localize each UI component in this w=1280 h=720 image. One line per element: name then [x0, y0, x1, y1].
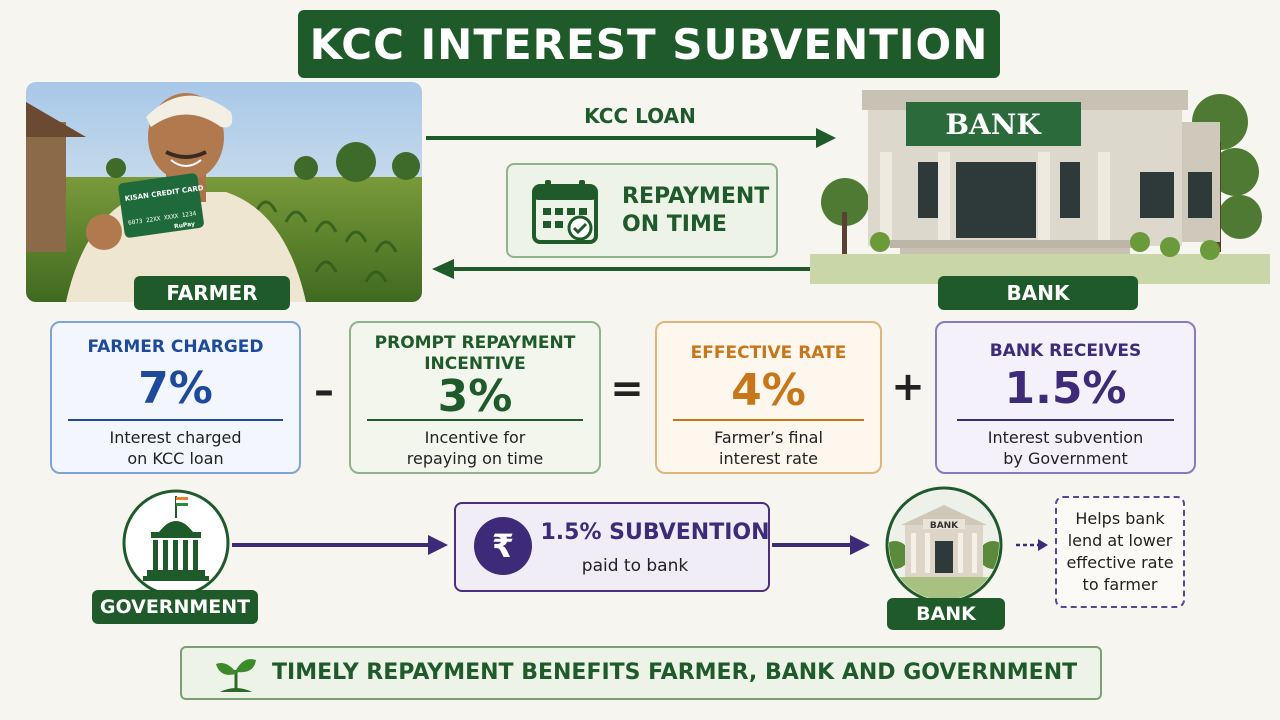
card-value: 1.5% — [1004, 363, 1127, 414]
card-divider — [957, 419, 1174, 421]
card-desc-line1: Farmer’s final — [714, 428, 823, 447]
card-desc-line1: Incentive for — [424, 428, 526, 447]
gov-to-subvention-arrow-head — [428, 535, 448, 555]
rupee-icon: ₹ — [474, 517, 532, 575]
equals-operator: = — [610, 366, 644, 412]
farmer-charged-card: FARMER CHARGED 7% Interest charged on KC… — [50, 321, 301, 474]
helps-bank-note: Helps bank lend at lower effective rate … — [1055, 496, 1185, 608]
card-desc-line2: interest rate — [719, 449, 818, 468]
plus-operator: + — [891, 364, 925, 410]
subvention-flow-arrows — [232, 535, 1048, 555]
prompt-repayment-card: PROMPT REPAYMENT INCENTIVE 3% Incentive … — [349, 321, 601, 474]
sprout-icon — [214, 656, 258, 698]
card-desc-line1: Interest charged — [109, 428, 242, 447]
minus-operator: – — [314, 368, 334, 414]
government-building-icon — [121, 488, 231, 602]
card-divider — [367, 419, 583, 421]
repayment-on-time-text: REPAYMENT ON TIME — [622, 183, 772, 239]
bank-to-helps-arrow-head — [1038, 539, 1048, 551]
card-title: PROMPT REPAYMENT — [374, 333, 576, 353]
card-value: 7% — [138, 363, 213, 414]
subvention-subtitle: paid to bank — [581, 556, 689, 576]
footer-text: TIMELY REPAYMENT BENEFITS FARMER, BANK A… — [272, 660, 1078, 685]
page-title: KCC INTEREST SUBVENTION — [298, 10, 1000, 78]
card-brand: RuPay — [174, 220, 196, 230]
card-divider — [68, 419, 283, 421]
bank-label: BANK — [938, 276, 1138, 310]
calendar-check-icon — [530, 178, 600, 250]
loan-arrow-head — [816, 128, 836, 148]
bank-bottom-label: BANK — [887, 598, 1005, 630]
bank-sign-text: BANK — [945, 108, 1042, 141]
card-title: EFFECTIVE RATE — [690, 343, 847, 363]
repayment-line2: ON TIME — [622, 212, 727, 237]
loan-flow-arrows — [426, 128, 836, 279]
farmer-photo: KISAN CREDIT CARD 6073 22XX XXXX 1234 Ru… — [26, 82, 422, 302]
card-value: 3% — [437, 371, 513, 422]
repayment-arrow-head — [432, 259, 454, 279]
government-label: GOVERNMENT — [92, 590, 258, 624]
repayment-line1: REPAYMENT — [622, 184, 770, 209]
subvention-to-bank-arrow-head — [850, 535, 870, 555]
kcc-loan-label: KCC LOAN — [584, 104, 696, 128]
helps-bank-text: Helps bank lend at lower effective rate … — [1066, 509, 1174, 594]
card-value: 4% — [731, 365, 806, 416]
subvention-title: 1.5% SUBVENTION — [540, 520, 770, 545]
footer-banner — [180, 646, 1102, 700]
farmer-label: FARMER — [134, 276, 290, 310]
card-divider — [673, 419, 864, 421]
card-desc-line2: by Government — [1003, 449, 1128, 468]
card-desc-line2: repaying on time — [406, 449, 544, 468]
card-title: BANK RECEIVES — [989, 341, 1142, 361]
bank-receives-card: BANK RECEIVES 1.5% Interest subvention b… — [935, 321, 1196, 474]
effective-rate-card: EFFECTIVE RATE 4% Farmer’s final interes… — [655, 321, 882, 474]
bank-small-sign-text: BANK — [930, 521, 959, 531]
card-title: FARMER CHARGED — [87, 337, 264, 357]
bank-circle-icon: BANK — [881, 485, 1007, 609]
card-desc-line1: Interest subvention — [987, 428, 1144, 447]
bank-building-image: BANK — [810, 82, 1270, 294]
card-desc-line2: on KCC loan — [127, 449, 224, 468]
card-title-line2: INCENTIVE — [424, 354, 526, 374]
